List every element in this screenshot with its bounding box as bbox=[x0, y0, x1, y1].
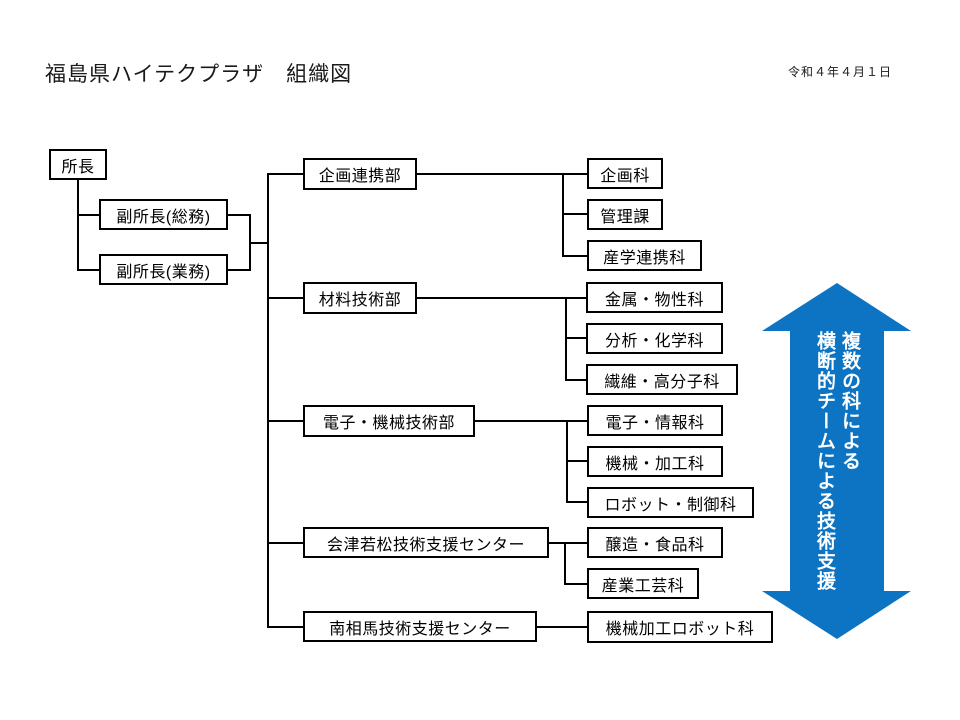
box-sec-brewing-food: 醸造・食品科 bbox=[587, 527, 723, 558]
double-arrow-label-line2: 横断的チームによる技術支援 bbox=[814, 331, 835, 591]
box-sec-machining-robot: 機械加工ロボット科 bbox=[587, 611, 773, 643]
box-dept-electronics-machinery: 電子・機械技術部 bbox=[303, 405, 475, 437]
connector-line bbox=[562, 173, 564, 257]
connector-line bbox=[565, 379, 587, 381]
box-sec-machinery-processing: 機械・加工科 bbox=[587, 446, 723, 477]
connector-line bbox=[417, 297, 587, 299]
connector-line bbox=[475, 420, 587, 422]
box-sec-metals-properties: 金属・物性科 bbox=[586, 282, 723, 313]
connector-line bbox=[562, 255, 587, 257]
connector-line bbox=[549, 542, 587, 544]
connector-line bbox=[77, 214, 100, 216]
connector-line bbox=[417, 173, 587, 175]
box-deputy-general-affairs: 副所長(総務) bbox=[99, 199, 228, 230]
connector-line bbox=[562, 213, 587, 215]
box-deputy-operations: 副所長(業務) bbox=[99, 254, 228, 285]
box-director: 所長 bbox=[49, 149, 107, 180]
connector-line bbox=[267, 420, 305, 422]
connector-line bbox=[267, 542, 305, 544]
connector-line bbox=[228, 214, 251, 216]
connector-line bbox=[565, 337, 587, 339]
connector-line bbox=[267, 297, 305, 299]
date-label: 令和４年４月１日 bbox=[788, 65, 893, 79]
connector-line bbox=[228, 269, 251, 271]
box-sec-administration: 管理課 bbox=[587, 199, 663, 230]
connector-line bbox=[565, 297, 567, 381]
connector-line bbox=[566, 460, 587, 462]
connector-line bbox=[267, 626, 305, 628]
connector-line bbox=[267, 173, 305, 175]
connector-line bbox=[564, 583, 587, 585]
box-sec-planning: 企画科 bbox=[587, 158, 663, 189]
box-sec-industry-academia: 産学連携科 bbox=[587, 240, 702, 271]
box-sec-robot-control: ロボット・制御科 bbox=[587, 487, 754, 518]
connector-line bbox=[537, 626, 587, 628]
double-arrow-shape bbox=[762, 283, 911, 639]
box-sec-industrial-arts: 産業工芸科 bbox=[587, 568, 699, 599]
box-dept-planning-collaboration: 企画連携部 bbox=[303, 158, 417, 190]
box-center-minamisoma: 南相馬技術支援センター bbox=[303, 611, 537, 642]
connector-line bbox=[77, 269, 100, 271]
connector-line bbox=[564, 542, 566, 585]
double-arrow-label-line1: 複数の科による bbox=[839, 331, 860, 471]
connector-line bbox=[566, 501, 587, 503]
connector-line bbox=[77, 180, 79, 271]
double-arrow-label: 複数の科による 横断的チームによる技術支援 bbox=[812, 331, 862, 593]
page-title: 福島県ハイテクプラザ 組織図 bbox=[45, 63, 353, 86]
connector-line bbox=[267, 173, 269, 628]
double-arrow bbox=[762, 283, 911, 639]
box-sec-electronics-info: 電子・情報科 bbox=[587, 405, 723, 436]
box-dept-materials-tech: 材料技術部 bbox=[303, 282, 417, 314]
box-center-aizuwakamatsu: 会津若松技術支援センター bbox=[303, 527, 549, 558]
connector-line bbox=[249, 242, 269, 244]
box-sec-analysis-chemistry: 分析・化学科 bbox=[586, 323, 723, 354]
box-sec-textiles-polymers: 繊維・高分子科 bbox=[586, 364, 738, 395]
